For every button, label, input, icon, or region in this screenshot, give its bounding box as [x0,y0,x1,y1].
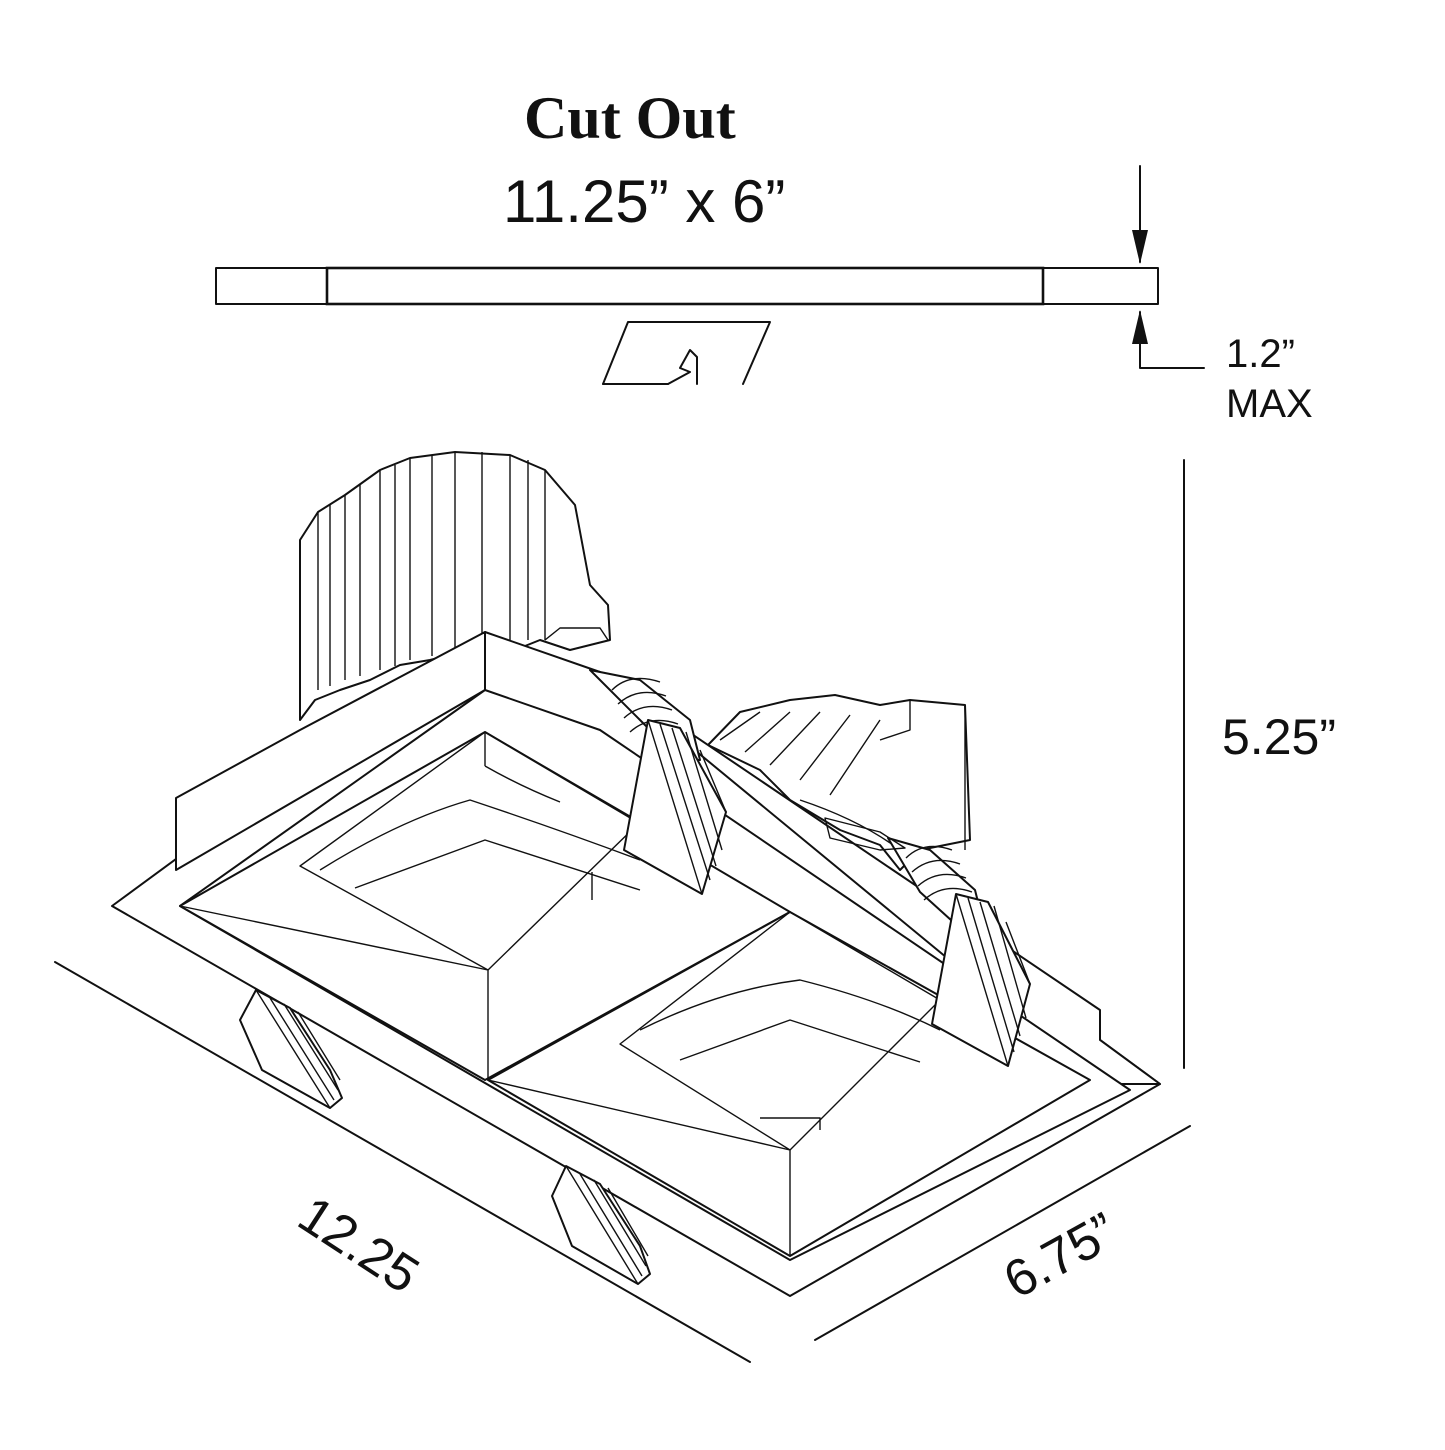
length-dimension-line [54,961,751,1363]
housing-label-plate [824,817,906,851]
heatsink-front [299,451,611,721]
spring-clip-bottom-right [551,1165,651,1285]
ceiling-thickness-value: 1.2” [1226,332,1295,376]
ceiling-thickness-qualifier: MAX [1226,382,1313,426]
spring-clip-bottom-left [239,989,343,1109]
spring-clip-top-right [887,837,1031,1067]
page-title: Cut Out [524,85,736,151]
width-dimension-line [814,1125,1191,1341]
heatsink-rear [707,694,971,871]
thickness-dimension [1132,165,1205,369]
cutout-size-label: 11.25” x 6” [503,168,786,235]
spring-clip-top-left [589,669,727,895]
ceiling-section [215,266,1159,306]
height-dimension-label: 5.25” [1222,709,1336,765]
ceiling-plane-symbol [602,321,771,385]
cutout-opening [325,266,1045,306]
